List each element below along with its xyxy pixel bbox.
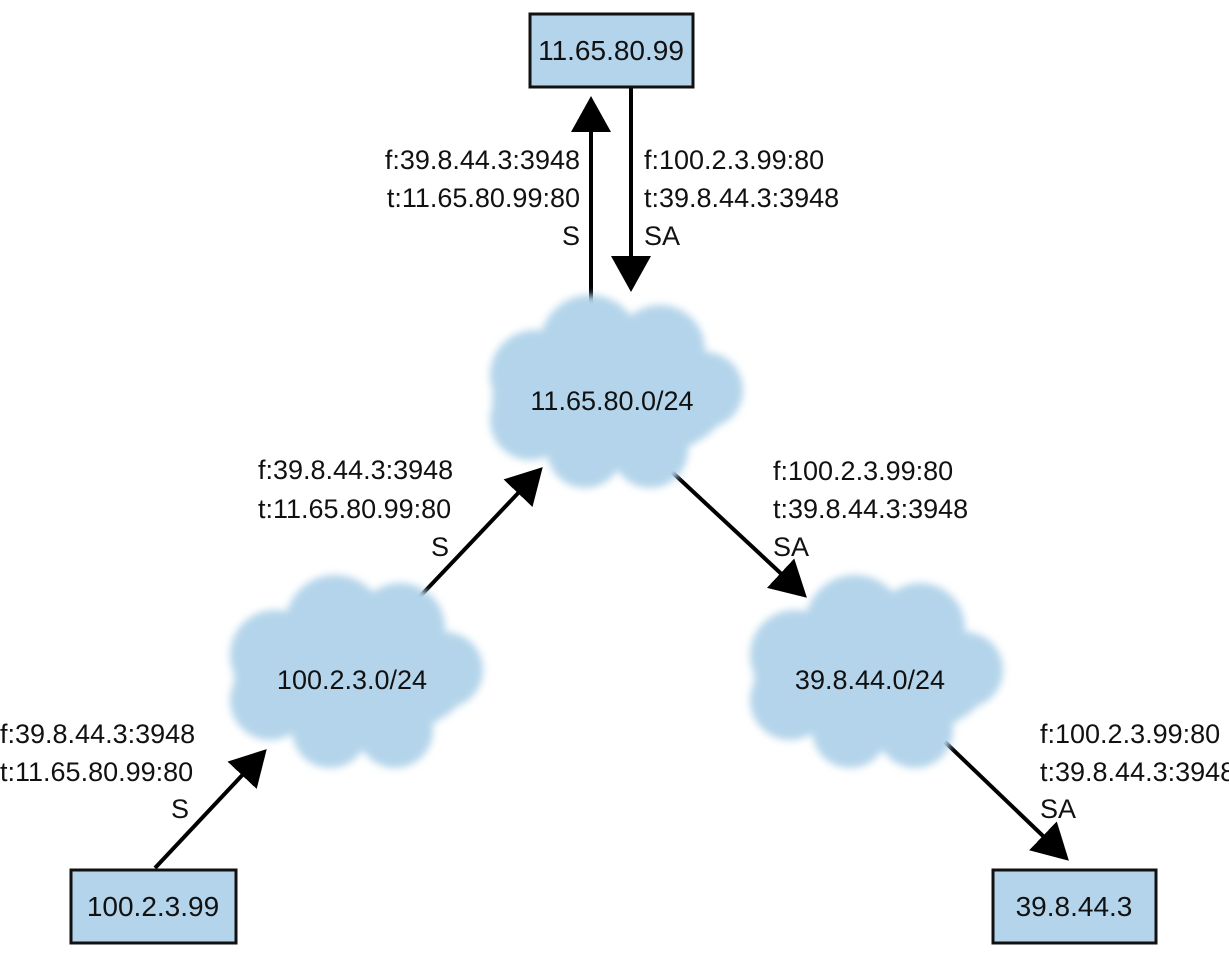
packet-flag: SA: [1040, 794, 1076, 824]
packet-from: f:100.2.3.99:80: [773, 456, 953, 486]
network-label-right: 39.8.44.0/24: [795, 665, 945, 695]
network-label-top: 11.65.80.0/24: [530, 386, 693, 416]
packet-from: f:100.2.3.99:80: [644, 145, 824, 175]
packet-to: t:11.65.80.99:80: [387, 183, 580, 213]
packet-from: f:39.8.44.3:3948: [0, 719, 195, 749]
packet-flag: SA: [773, 532, 809, 562]
packet-label-source-to-left: f:39.8.44.3:3948 t:11.65.80.99:80 S: [0, 719, 195, 824]
packet-to: t:39.8.44.3:3948: [773, 494, 968, 524]
cloud-network-right: [750, 575, 1003, 768]
packet-label-top-to-right: f:100.2.3.99:80 t:39.8.44.3:3948 SA: [773, 456, 968, 562]
packet-from: f:100.2.3.99:80: [1040, 719, 1220, 749]
packet-flag: S: [562, 221, 580, 251]
arrow-source-to-left-network: [153, 749, 267, 870]
cloud-network-left: [230, 575, 483, 768]
packet-to: t:11.65.80.99:80: [258, 494, 451, 524]
cloud-network-top: [490, 295, 743, 488]
host-dest-label: 39.8.44.3: [1016, 891, 1133, 922]
host-server-label: 11.65.80.99: [538, 35, 684, 66]
host-source: 100.2.3.99: [69, 868, 238, 945]
host-source-label: 100.2.3.99: [87, 891, 219, 922]
arrow-left-network-to-top-network: [408, 467, 543, 609]
packet-label-server-to-top: f:100.2.3.99:80 t:39.8.44.3:3948 SA: [644, 145, 839, 251]
packet-flag: S: [171, 794, 189, 824]
packet-from: f:39.8.44.3:3948: [258, 455, 453, 485]
packet-label-top-to-server: f:39.8.44.3:3948 t:11.65.80.99:80 S: [385, 145, 580, 251]
host-dest: 39.8.44.3: [991, 868, 1158, 945]
packet-label-right-to-dest: f:100.2.3.99:80 t:39.8.44.3:3948 SA: [1040, 719, 1229, 824]
packet-label-left-to-top: f:39.8.44.3:3948 t:11.65.80.99:80 S: [258, 455, 453, 562]
packet-flag: S: [431, 532, 449, 562]
packet-to: t:39.8.44.3:3948: [1040, 757, 1229, 787]
arrow-right-network-to-dest: [943, 740, 1069, 861]
network-label-left: 100.2.3.0/24: [277, 665, 427, 695]
packet-to: t:39.8.44.3:3948: [644, 183, 839, 213]
packet-to: t:11.65.80.99:80: [0, 757, 193, 787]
arrow-top-network-to-right-network: [670, 470, 807, 598]
packet-from: f:39.8.44.3:3948: [385, 145, 580, 175]
host-server: 11.65.80.99: [528, 12, 695, 89]
packet-flag: SA: [644, 221, 680, 251]
